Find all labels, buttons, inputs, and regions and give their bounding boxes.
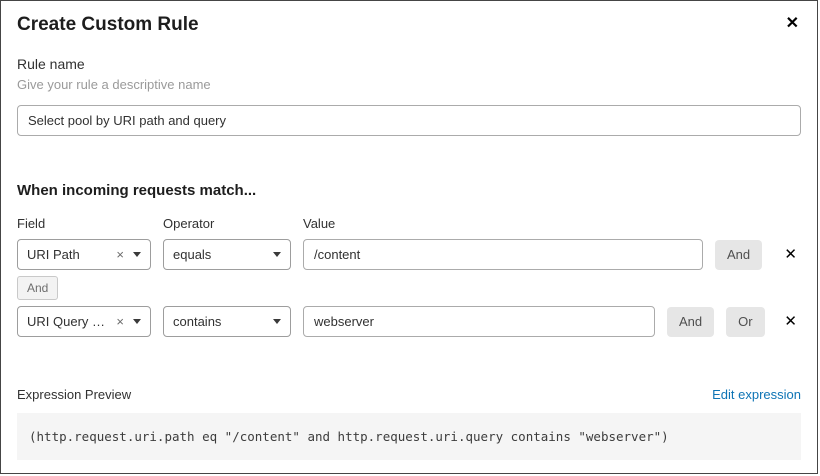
rule-name-section: Rule name Give your rule a descriptive n…	[17, 56, 801, 136]
add-or-condition-button[interactable]: Or	[726, 306, 765, 337]
expression-code: (http.request.uri.path eq "/content" and…	[17, 413, 801, 460]
modal-header: Create Custom Rule ✕	[17, 14, 801, 36]
chevron-down-icon	[133, 319, 141, 324]
expression-preview-label: Expression Preview	[17, 387, 132, 402]
value-input[interactable]	[303, 239, 703, 270]
operator-select[interactable]: equals	[163, 239, 291, 270]
add-and-condition-button[interactable]: And	[715, 239, 763, 270]
operator-select-value: contains	[173, 314, 222, 329]
condition-row-2: URI Query St... × contains And Or ✕	[17, 306, 801, 337]
expression-header: Expression Preview Edit expression	[17, 387, 801, 402]
edit-expression-link[interactable]: Edit expression	[712, 387, 801, 402]
column-labels: Field Operator Value	[17, 216, 801, 231]
expression-preview-section: Expression Preview Edit expression (http…	[17, 387, 801, 460]
value-input[interactable]	[303, 306, 655, 337]
condition-row-1: URI Path × equals And ✕	[17, 239, 801, 270]
value-column-label: Value	[303, 216, 336, 231]
clear-icon[interactable]: ×	[116, 247, 124, 262]
field-select[interactable]: URI Path ×	[17, 239, 151, 270]
page-title: Create Custom Rule	[17, 14, 199, 35]
remove-condition-button[interactable]: ✕	[780, 312, 801, 331]
operator-select[interactable]: contains	[163, 306, 291, 337]
chevron-down-icon	[273, 252, 281, 257]
field-select[interactable]: URI Query St... ×	[17, 306, 151, 337]
match-section: When incoming requests match... Field Op…	[17, 182, 801, 337]
remove-condition-button[interactable]: ✕	[780, 245, 801, 264]
chevron-down-icon	[273, 319, 281, 324]
operator-column-label: Operator	[163, 216, 215, 231]
rule-name-label: Rule name	[17, 56, 85, 72]
operator-select-value: equals	[173, 247, 212, 262]
field-column-label: Field	[17, 216, 46, 231]
connector-wrap: And	[17, 276, 801, 300]
close-icon[interactable]: ✕	[785, 15, 799, 32]
match-heading: When incoming requests match...	[17, 182, 257, 199]
chevron-down-icon	[133, 252, 141, 257]
add-and-condition-button[interactable]: And	[667, 306, 715, 337]
rule-name-helper: Give your rule a descriptive name	[17, 77, 211, 92]
field-select-value: URI Path	[27, 247, 80, 262]
field-select-value: URI Query St...	[27, 314, 114, 329]
rule-name-input[interactable]	[17, 105, 801, 136]
and-connector-badge[interactable]: And	[17, 276, 59, 300]
clear-icon[interactable]: ×	[116, 314, 124, 329]
